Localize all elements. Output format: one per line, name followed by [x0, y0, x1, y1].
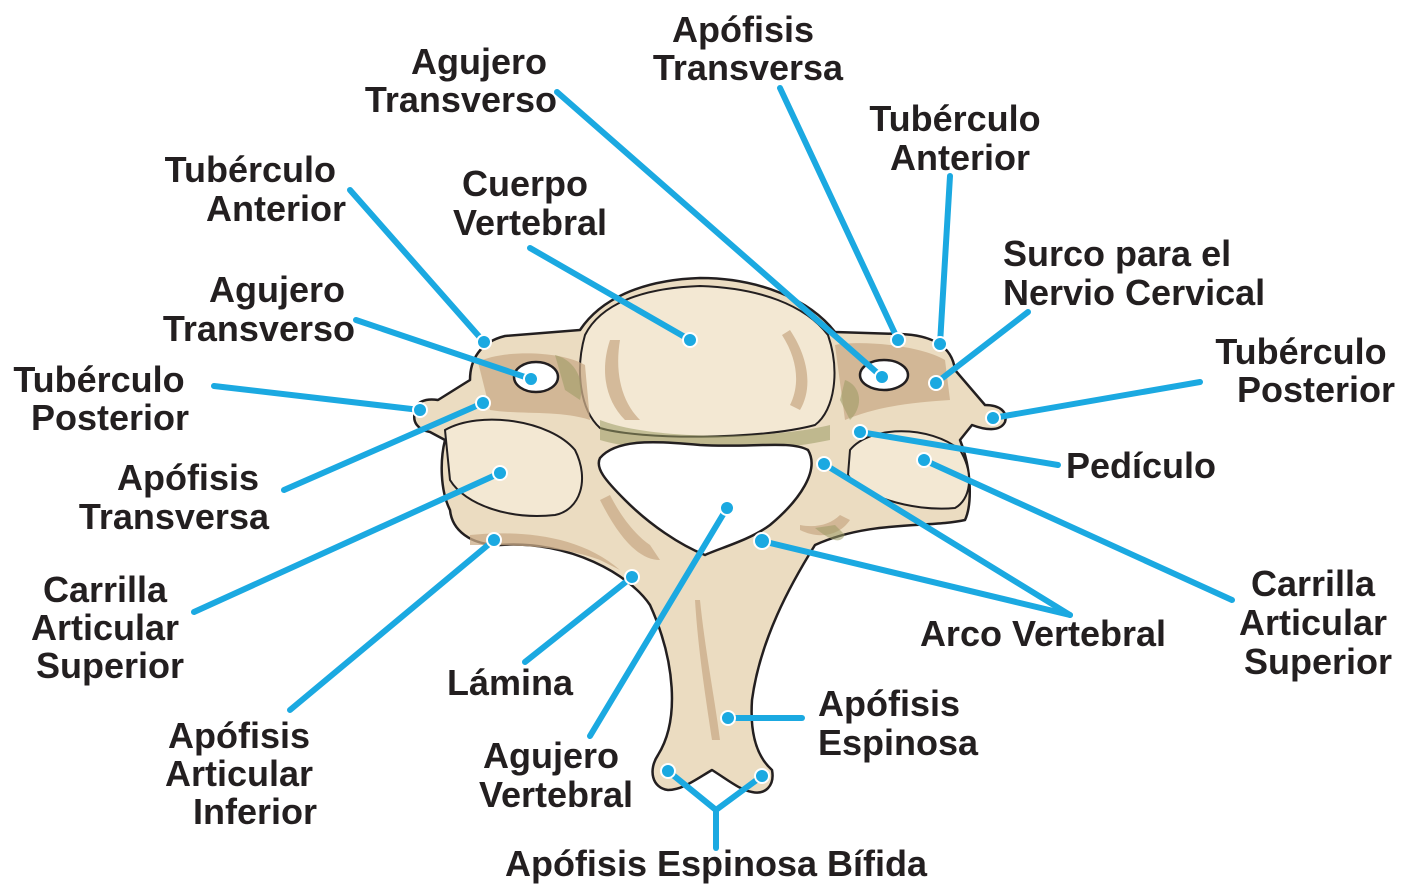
label-agujero-vertebral: Agujero Vertebral — [479, 735, 633, 815]
label-cuerpo-vertebral: Cuerpo Vertebral — [453, 163, 607, 243]
label-pediculo: Pedículo — [1066, 445, 1216, 486]
label-tuberculo-anterior-right: Tubérculo Anterior — [869, 98, 1050, 178]
label-arco-vertebral: Arco Vertebral — [920, 613, 1166, 654]
label-apofisis-espinosa-bifida: Apófisis Espinosa Bífida — [505, 843, 928, 884]
label-agujero-transverso-left: Agujero Transverso — [163, 269, 355, 349]
label-surco-nervio-cervical: Surco para el Nervio Cervical — [1003, 233, 1265, 313]
label-tuberculo-posterior-left: Tubérculo Posterior — [13, 359, 194, 438]
label-agujero-transverso-top: Agujero Transverso — [365, 41, 557, 120]
label-carrilla-articular-superior-left: Carrilla Articular Superior — [31, 569, 189, 686]
label-apofisis-transversa-top: Apófisis Transversa — [653, 9, 844, 88]
label-carrilla-articular-superior-right: Carrilla Articular Superior — [1239, 563, 1397, 682]
label-apofisis-espinosa: Apófisis Espinosa — [818, 683, 979, 763]
label-tuberculo-posterior-right: Tubérculo Posterior — [1215, 331, 1396, 410]
label-apofisis-transversa-left: Apófisis Transversa — [79, 457, 270, 537]
label-tuberculo-anterior-left: Tubérculo Anterior — [165, 149, 346, 229]
label-apofisis-articular-inferior: Apófisis Articular Inferior — [165, 715, 323, 832]
label-lamina: Lámina — [447, 662, 574, 703]
